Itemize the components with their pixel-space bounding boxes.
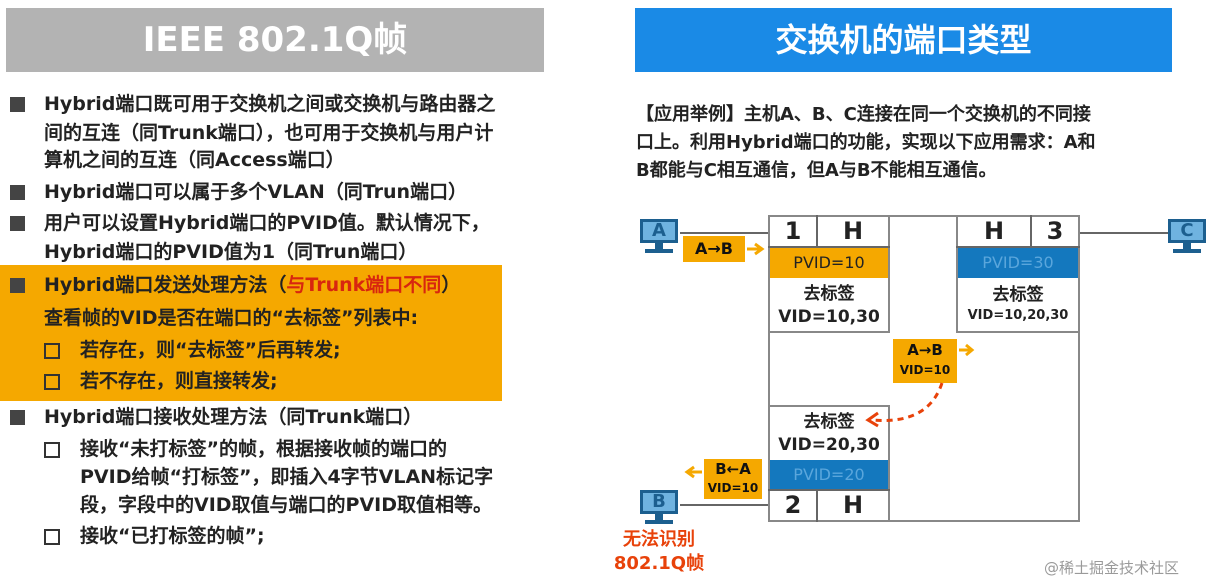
item-3-line-1: 用户可以设置Hybrid端口的PVID值。默认情况下， — [44, 212, 490, 234]
send-title-suffix: ） — [441, 274, 461, 296]
recv-option-1-line-1: 接收“未打标签”的帧，根据接收帧的端口的 — [80, 438, 447, 460]
desc-line-3: B都能与C相互通信，但A与B不能相互通信。 — [636, 160, 997, 181]
dashed-curve-arrow-icon — [865, 382, 944, 428]
arrow-right-icon — [959, 343, 975, 357]
bullet-square-icon — [10, 97, 25, 112]
bullet-square-icon — [10, 278, 25, 293]
link-c — [1078, 232, 1170, 234]
host-a-computer-icon: A — [640, 219, 680, 255]
port-1-pvid: PVID=10 — [770, 248, 888, 278]
port-1-vid: VID=10,30 — [778, 307, 880, 327]
recv-option-2: 接收“已打标签的帧”; — [80, 525, 265, 547]
port-3-vid: VID=10,20,30 — [967, 308, 1069, 323]
send-method-sub: 查看帧的VID是否在端口的“去标签”列表中: — [44, 307, 419, 329]
host-c-label: C — [1168, 219, 1206, 243]
watermark: @稀土掘金技术社区 — [1044, 559, 1180, 577]
example-description: 【应用举例】主机A、B、C连接在同一个交换机的不同接 口上。利用Hybrid端口… — [636, 101, 1196, 185]
port-2-type: H — [842, 491, 864, 519]
desc-line-1: 【应用举例】主机A、B、C连接在同一个交换机的不同接 — [636, 104, 1091, 125]
send-method-highlight — [0, 265, 502, 401]
recv-option-1-line-3: 段，字段中的VID取值与端口的PVID取值相等。 — [80, 494, 493, 516]
bullet-square-icon — [10, 216, 25, 231]
port-1-vdivider — [816, 215, 818, 247]
host-b-label: B — [640, 490, 678, 514]
arrow-left-icon — [684, 465, 702, 479]
recv-method-title: Hybrid端口接收处理方法（同Trunk端口） — [44, 406, 423, 428]
checkbox-icon — [44, 442, 60, 458]
port-2-vid: VID=20,30 — [778, 435, 880, 455]
port-3-divider — [956, 246, 1080, 248]
recv-option-1-line-2: PVID给帧“打标签”，即插入4字节VLAN标记字 — [80, 466, 494, 488]
port-3-vdivider — [1030, 215, 1032, 247]
note-line-2: 802.1Q帧 — [613, 553, 705, 574]
port-2-number: 2 — [784, 491, 802, 519]
frame-mid-vid: VID=10 — [899, 363, 951, 377]
frame-ba-vid: VID=10 — [707, 481, 759, 495]
item-1-line-2: 间的互连（同Trunk端口），也可用于交换机与用户计 — [44, 122, 494, 144]
link-a — [680, 232, 770, 234]
port-1-number: 1 — [784, 217, 802, 245]
port-1-divider — [768, 246, 890, 248]
host-b-stand — [655, 514, 663, 520]
port-2-untag-label: 去标签 — [803, 412, 855, 432]
host-c-foot — [1173, 249, 1201, 253]
send-option-1: 若存在，则“去标签”后再转发; — [80, 339, 341, 361]
send-title-red: 与Trunk端口不同 — [286, 274, 442, 296]
port-3-number: 3 — [1046, 217, 1064, 245]
note-line-1: 无法识别 — [623, 529, 695, 550]
port-2-vdivider — [816, 489, 818, 522]
host-a-label: A — [640, 219, 678, 243]
frame-mid-a-to-b: A→B VID=10 — [893, 339, 957, 383]
desc-line-2: 口上。利用Hybrid端口的功能，实现以下应用需求：A和 — [636, 132, 1096, 153]
checkbox-icon — [44, 343, 60, 359]
arrow-right-icon — [747, 242, 765, 256]
send-option-2: 若不存在，则直接转发; — [80, 370, 278, 392]
host-c-computer-icon: C — [1168, 219, 1208, 255]
host-a-foot — [645, 249, 673, 253]
port-3-pvid: PVID=30 — [958, 248, 1078, 278]
send-method-title: Hybrid端口发送处理方法（与Trunk端口不同） — [44, 271, 460, 300]
checkbox-icon — [44, 374, 60, 390]
item-2-line-1: Hybrid端口可以属于多个VLAN（同Trun端口） — [44, 181, 468, 203]
frame-b-from-a: B←A VID=10 — [704, 459, 762, 499]
item-3-line-2: Hybrid端口的PVID值为1（同Trun端口） — [44, 241, 418, 263]
checkbox-icon — [44, 529, 60, 545]
host-b-computer-icon: B — [640, 490, 680, 526]
port-3-type: H — [983, 217, 1005, 245]
port-3-untag-label: 去标签 — [992, 285, 1044, 305]
host-b-foot — [645, 520, 673, 524]
port-1-type: H — [842, 217, 864, 245]
port-1-untag-label: 去标签 — [803, 284, 855, 304]
item-1-line-1: Hybrid端口既可用于交换机之间或交换机与路由器之 — [44, 93, 496, 115]
cannot-recognize-note: 无法识别 802.1Q帧 — [604, 528, 714, 576]
frame-mid-label: A→B — [907, 341, 943, 359]
link-b — [680, 504, 770, 506]
frame-a-to-b: A→B — [683, 236, 745, 262]
bullet-square-icon — [10, 410, 25, 425]
host-a-stand — [655, 243, 663, 249]
frame-ba-label: B←A — [715, 460, 751, 478]
right-title: 交换机的端口类型 — [635, 8, 1172, 72]
port-2-divider — [768, 489, 890, 491]
port-2-pvid: PVID=20 — [770, 460, 888, 489]
left-title: IEEE 802.1Q帧 — [6, 8, 544, 72]
send-title-prefix: Hybrid端口发送处理方法（ — [44, 274, 287, 296]
bullet-square-icon — [10, 185, 25, 200]
host-c-stand — [1183, 243, 1191, 249]
item-1-line-3: 算机之间的互连（同Access端口） — [44, 149, 345, 171]
